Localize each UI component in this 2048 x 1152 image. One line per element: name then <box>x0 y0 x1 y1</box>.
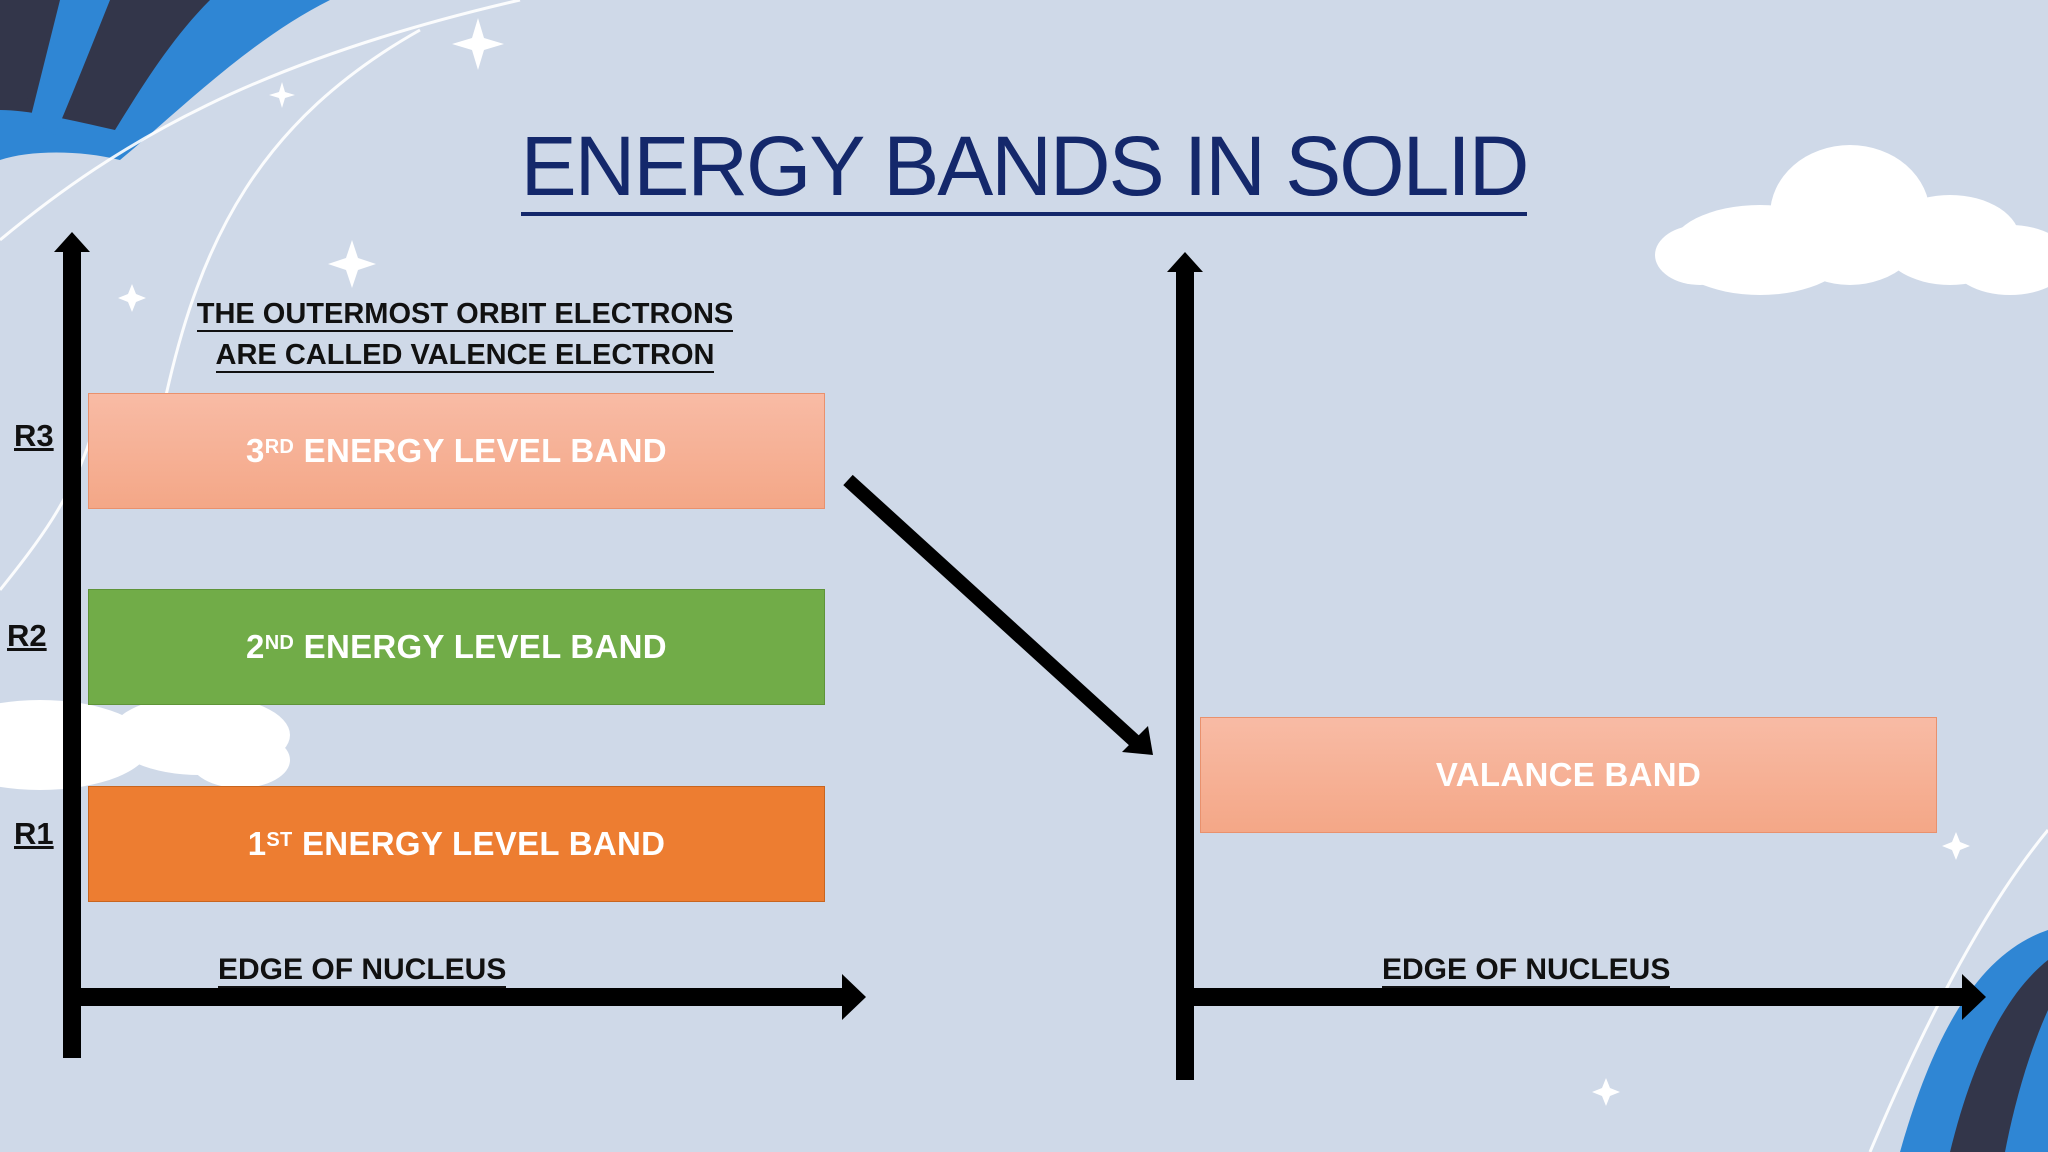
left-x-axis-label: EDGE OF NUCLEUS <box>218 953 506 987</box>
axis-label-r3: R3 <box>14 418 54 454</box>
band-3-num: 3 <box>246 432 265 470</box>
right-y-axis-arrow <box>1167 252 1203 1080</box>
axis-label-r2: R2 <box>7 618 47 654</box>
band-2-text: ENERGY LEVEL BAND <box>304 628 667 666</box>
valance-band: VALANCE BAND <box>1200 717 1937 833</box>
valance-band-text: VALANCE BAND <box>1436 756 1701 794</box>
axis-label-r1: R1 <box>14 816 54 852</box>
transition-arrow <box>848 480 1153 755</box>
band-2-num: 2 <box>246 628 265 666</box>
band-3-sup: RD <box>265 437 295 457</box>
band-3-text: ENERGY LEVEL BAND <box>304 432 667 470</box>
right-edge-text: EDGE OF NUCLEUS <box>1382 953 1670 988</box>
left-edge-text: EDGE OF NUCLEUS <box>218 953 506 988</box>
band-1-text: ENERGY LEVEL BAND <box>302 825 665 863</box>
band-1-sup: ST <box>266 830 292 850</box>
band-1-num: 1 <box>248 825 267 863</box>
band-2-sup: ND <box>265 633 295 653</box>
right-x-axis-label: EDGE OF NUCLEUS <box>1382 953 1670 987</box>
left-y-axis-arrow <box>54 232 90 1058</box>
